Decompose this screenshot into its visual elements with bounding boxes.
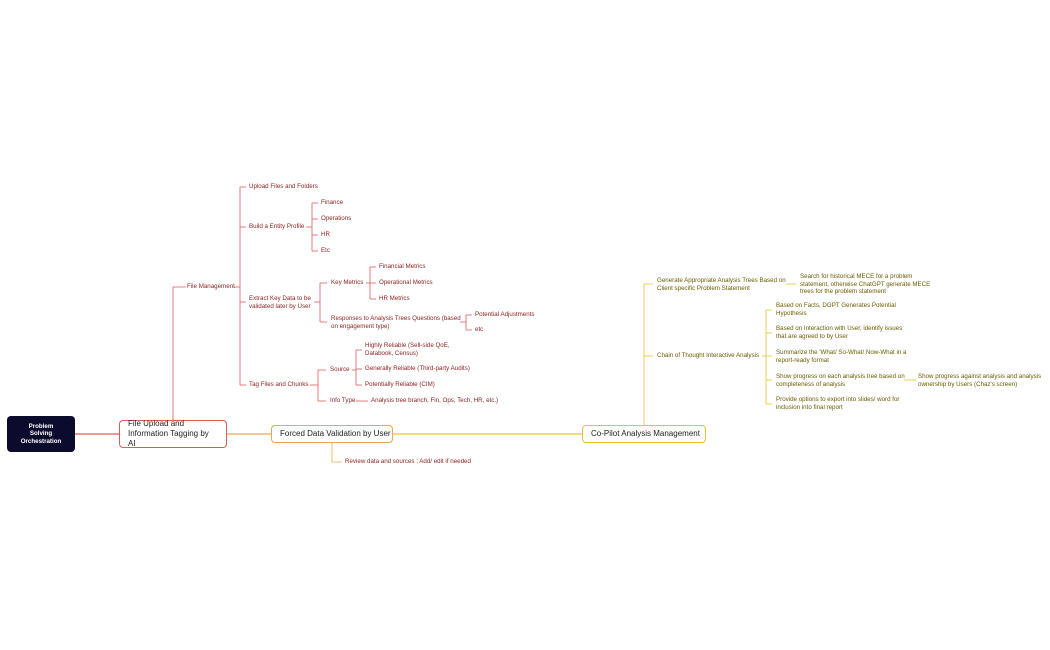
tag-files-node[interactable]: Tag Files and Chunks <box>249 381 309 388</box>
info-type-node[interactable]: Info Type <box>330 397 356 404</box>
forced-validation-node[interactable]: Forced Data Validation by User <box>271 425 393 443</box>
response-item[interactable]: Potential Adjustments <box>475 311 535 318</box>
upload-files-node[interactable]: Upload Files and Folders <box>249 183 318 190</box>
entity-item[interactable]: Operations <box>321 215 352 222</box>
entity-item[interactable]: HR <box>321 231 330 238</box>
cot-item[interactable]: Based on Interaction with User, identify… <box>776 325 903 340</box>
source-item[interactable]: Generally Reliable (Third-party Audits) <box>365 365 470 372</box>
cot-item[interactable]: Provide options to export into slides/ w… <box>776 396 900 411</box>
file-management-node[interactable]: File Management <box>187 283 235 290</box>
forced-validation-label: Forced Data Validation by User <box>280 429 391 438</box>
file-upload-node[interactable]: File Upload and Information Tagging by A… <box>119 419 227 448</box>
entity-item[interactable]: Finance <box>321 199 344 206</box>
file-upload-label: File Upload and Information Tagging by A… <box>128 419 209 448</box>
cot-item[interactable]: Based on Facts, DGPT Generates Potential… <box>776 302 896 317</box>
source-item[interactable]: Highly Reliable (Sell-side QoE, Databook… <box>365 342 450 357</box>
copilot-node[interactable]: Co-Pilot Analysis Management <box>582 425 706 443</box>
review-data-node[interactable]: Review data and sources ; Add/ edit if n… <box>345 458 471 465</box>
metric-item[interactable]: Financial Metrics <box>379 263 426 270</box>
metric-item[interactable]: HR Metrics <box>379 295 410 302</box>
build-entity-node[interactable]: Build a Entity Profile <box>249 223 305 230</box>
cot-item[interactable]: Summarize the 'What/ So-What/ Now-What i… <box>776 349 907 364</box>
source-node[interactable]: Source <box>330 366 350 373</box>
show-progress-users-node[interactable]: Show progress against analysis and analy… <box>918 373 1042 388</box>
response-item[interactable]: etc <box>475 326 484 333</box>
metric-item[interactable]: Operational Metrics <box>379 279 433 286</box>
root-node[interactable]: Problem Solving Orchestration <box>7 416 75 452</box>
info-type-item[interactable]: Analysis tree branch, Fin, Ops, Tech, HR… <box>371 397 499 404</box>
source-item[interactable]: Potentially Reliable (CIM) <box>365 381 435 388</box>
extract-key-node[interactable]: Extract Key Data to be validated later b… <box>249 295 311 310</box>
search-mece-node[interactable]: Search for historical MECE for a problem… <box>800 273 931 296</box>
chain-of-thought-node[interactable]: Chain of Thought Interactive Analysis <box>657 352 760 359</box>
key-metrics-node[interactable]: Key Metrics <box>331 279 364 286</box>
entity-item[interactable]: Etc <box>321 247 330 254</box>
copilot-label: Co-Pilot Analysis Management <box>591 429 700 438</box>
root-label: Problem Solving Orchestration <box>20 422 62 445</box>
generate-trees-node[interactable]: Generate Appropriate Analysis Trees Base… <box>657 277 786 292</box>
responses-node[interactable]: Responses to Analysis Trees Questions (b… <box>331 315 461 330</box>
cot-item[interactable]: Show progress on each analysis tree base… <box>776 373 905 388</box>
